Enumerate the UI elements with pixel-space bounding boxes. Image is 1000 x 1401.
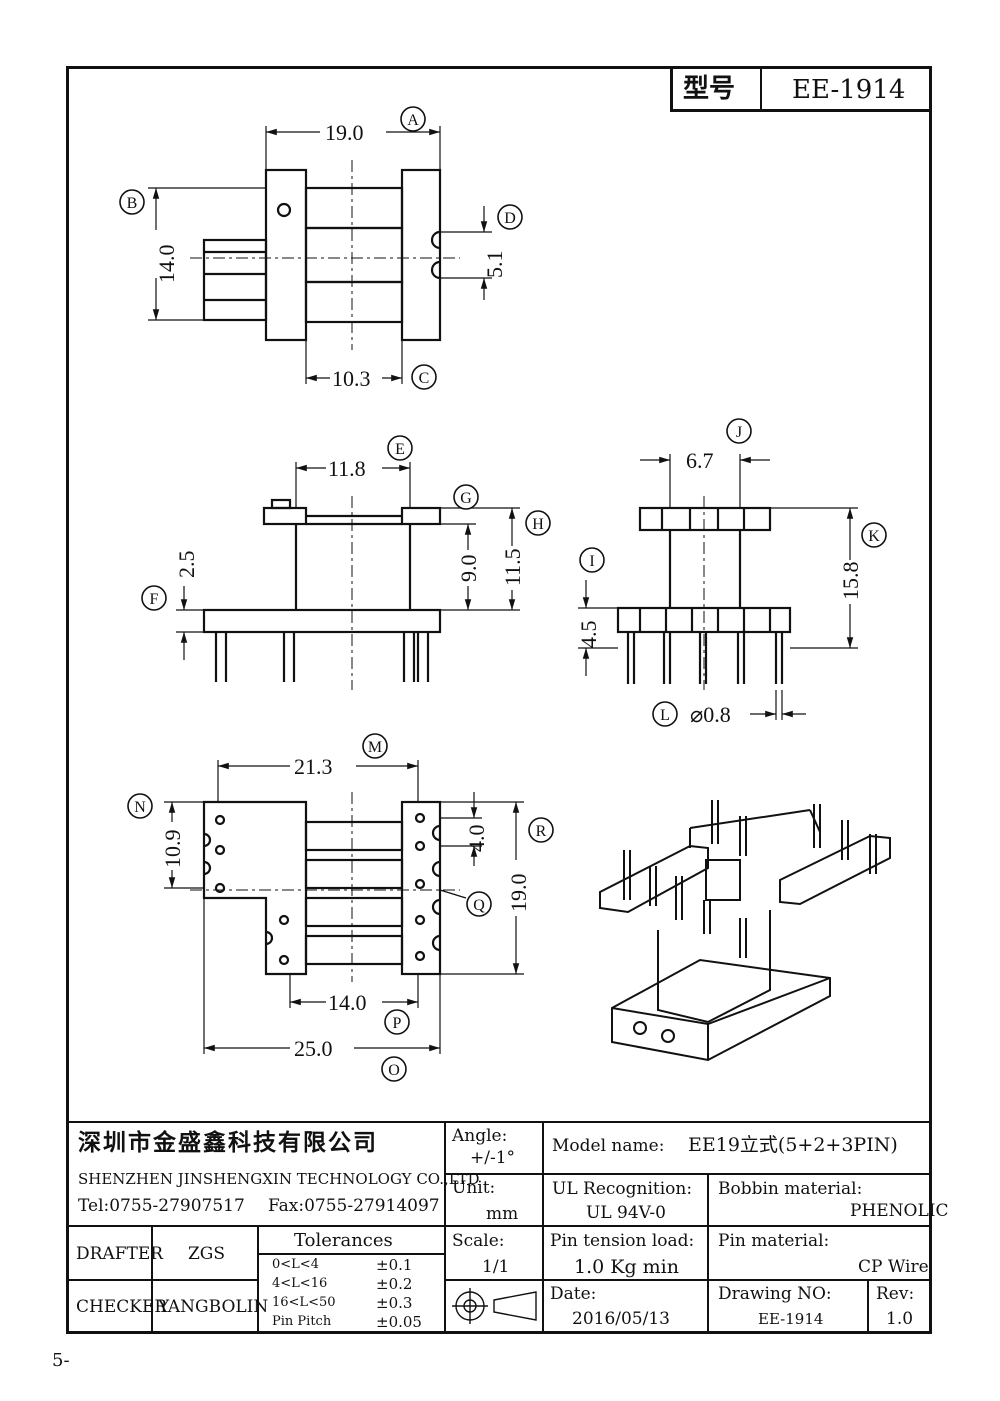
drawing-frame — [66, 66, 932, 1334]
dimension-lines — [148, 126, 858, 1054]
tolerance-value-2: ±0.2 — [376, 1275, 413, 1293]
callout-circles — [119, 106, 887, 1082]
dim-h-inner: 9.0 — [456, 555, 481, 583]
callout-d: D — [504, 210, 516, 227]
date-value: 2016/05/13 — [572, 1309, 670, 1329]
drawing-no-label: Drawing NO: — [718, 1284, 832, 1304]
tolerance-range-2: 4<L<16 — [272, 1276, 328, 1291]
tolerances-label: Tolerances — [294, 1230, 393, 1251]
tolerance-range-1: 0<L<4 — [272, 1257, 319, 1272]
company-name-cn: 深圳市金盛鑫科技有限公司 — [78, 1130, 378, 1156]
callout-r: R — [536, 823, 547, 840]
callout-k: K — [868, 528, 880, 545]
callout-m: M — [368, 739, 382, 756]
drafter-value: ZGS — [188, 1244, 226, 1264]
callout-p: P — [393, 1015, 402, 1032]
model-value: EE-1914 — [792, 75, 906, 105]
dim-e: 11.8 — [328, 456, 366, 481]
company-tel: Tel:0755-27907517 — [78, 1196, 245, 1216]
front-view — [202, 498, 442, 682]
bottom-view — [202, 800, 442, 976]
date-label: Date: — [550, 1284, 597, 1304]
unit-label: Unit: — [452, 1178, 496, 1198]
rev-value: 1.0 — [886, 1309, 914, 1329]
bobbin-label: Bobbin material: — [718, 1179, 863, 1199]
callout-j: J — [736, 424, 742, 441]
callout-f: F — [150, 591, 159, 608]
model-name-label: Model name: — [552, 1136, 665, 1156]
pin-tension-label: Pin tension load: — [550, 1231, 695, 1251]
pin-tension-value: 1.0 Kg min — [574, 1256, 679, 1278]
callout-l: L — [660, 707, 670, 724]
dim-j: 6.7 — [686, 448, 714, 473]
isometric-view — [599, 800, 891, 1062]
dim-f: 2.5 — [174, 551, 199, 579]
model-name-value: EE19立式(5+2+3PIN) — [688, 1134, 898, 1156]
callout-h: H — [532, 516, 544, 533]
callout-b: B — [127, 195, 138, 212]
checker-value: YANGBOLIN — [158, 1297, 269, 1317]
pin-material-label: Pin material: — [718, 1231, 830, 1251]
pin-material-value: CP Wire — [858, 1257, 929, 1277]
callout-letters: A B C D E F G H I J K L M N O P Q R — [127, 112, 881, 1079]
tolerance-range-4: Pin Pitch — [272, 1314, 332, 1329]
page-mark: 5- — [52, 1350, 70, 1371]
model-box-divider — [760, 66, 762, 112]
dim-r-pitch: 4.0 — [464, 825, 489, 853]
side-view — [616, 506, 792, 684]
checker-label: CHECKER — [76, 1297, 168, 1317]
company-fax: Fax:0755-27914097 — [268, 1196, 440, 1216]
tolerance-value-4: ±0.05 — [376, 1313, 422, 1331]
dim-n: 10.9 — [160, 830, 185, 869]
tolerance-range-3: 16<L<50 — [272, 1295, 336, 1310]
dim-c: 10.3 — [332, 366, 371, 391]
angle-value: +/-1° — [470, 1148, 516, 1168]
dim-o: 25.0 — [294, 1036, 333, 1061]
company-name-en: SHENZHEN JINSHENGXIN TECHNOLOGY CO.,LTD — [78, 1170, 480, 1188]
ul-value: UL 94V-0 — [586, 1203, 666, 1223]
bobbin-value: PHENOLIC — [850, 1201, 949, 1221]
drafter-label: DRAFTER — [76, 1244, 164, 1264]
scale-value: 1/1 — [482, 1257, 510, 1277]
ul-label: UL Recognition: — [552, 1179, 693, 1199]
title-block-grid — [66, 1121, 932, 1334]
dim-k: 15.8 — [838, 562, 863, 601]
scale-label: Scale: — [452, 1231, 505, 1251]
dim-i: 4.5 — [576, 621, 601, 649]
projection-symbol-icon — [452, 1288, 537, 1324]
callout-i: I — [589, 553, 594, 570]
model-label: 型号 — [683, 74, 736, 104]
callout-n: N — [134, 799, 146, 816]
rev-label: Rev: — [876, 1284, 915, 1304]
dim-b: 14.0 — [154, 245, 179, 284]
callout-c: C — [419, 370, 430, 387]
angle-label: Angle: — [452, 1126, 508, 1146]
drawing-no-value: EE-1914 — [758, 1310, 824, 1328]
callout-a: A — [407, 112, 419, 129]
callout-o: O — [388, 1062, 400, 1079]
unit-value: mm — [486, 1204, 519, 1224]
dimension-values: 19.0 14.0 10.3 5.1 11.8 2.5 9.0 11.5 6.7… — [154, 120, 863, 1061]
top-view — [202, 168, 442, 342]
dim-r-height: 19.0 — [506, 874, 531, 913]
dim-h-outer: 11.5 — [500, 548, 525, 586]
dim-l: ⌀0.8 — [690, 702, 731, 727]
tolerance-value-3: ±0.3 — [376, 1294, 413, 1312]
center-lines — [190, 160, 705, 982]
dim-m: 21.3 — [294, 754, 333, 779]
callout-q: Q — [473, 897, 485, 914]
model-box — [670, 66, 932, 112]
tolerance-value-1: ±0.1 — [376, 1256, 413, 1274]
dim-d: 5.1 — [482, 251, 507, 279]
dim-a: 19.0 — [325, 120, 364, 145]
callout-e: E — [395, 441, 405, 458]
dim-p: 14.0 — [328, 990, 367, 1015]
callout-g: G — [460, 490, 472, 507]
